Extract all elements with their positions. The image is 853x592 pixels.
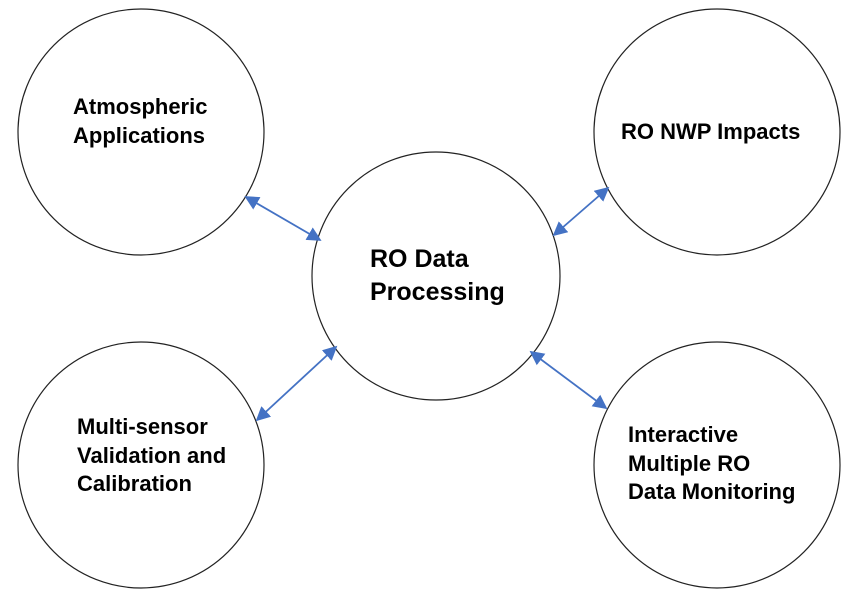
center-label: RO Data Processing [370, 245, 505, 306]
top-right-label: RO NWP Impacts [621, 119, 801, 144]
circle-center [311, 151, 561, 401]
top-left-label: Atmospheric Applications [73, 94, 208, 148]
arrow-bottom-left [255, 345, 338, 422]
circle-top-left [17, 8, 265, 256]
circle-bottom-left [17, 341, 265, 589]
arrow-top-right [552, 186, 610, 237]
arrow-bottom-right [529, 350, 608, 410]
bottom-right-label: Interactive Multiple RO Data Monitoring [628, 422, 796, 505]
arrow-top-left [244, 196, 322, 241]
bottom-left-label: Multi-sensor Validation and Calibration [77, 414, 227, 497]
circle-bottom-right [593, 341, 841, 589]
circle-top-right [593, 8, 841, 256]
